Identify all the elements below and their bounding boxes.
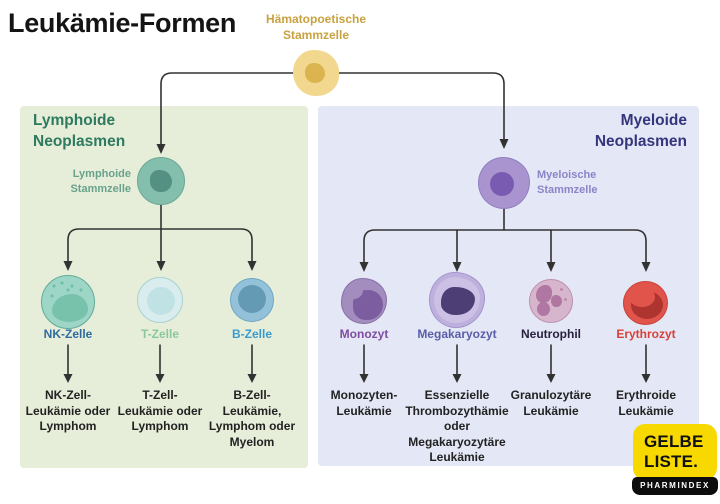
disease-line: Leukämie [523,403,579,418]
b-cell-label: B-Zelle [231,327,273,341]
disease-line: Lymphom [39,419,97,433]
disease-line: Granulozytäre [510,388,592,402]
page-title: Leukämie-Formen [8,8,237,38]
disease-line: Leukämie oder [25,403,111,418]
disease-line: Megakaryozytäre [408,434,506,449]
disease-line: Leukämie, [222,403,282,418]
disease-line: Lymphom oder [208,419,296,433]
logo-black-bar: PHARMINDEX [632,477,718,495]
cell-nucleus [52,294,88,322]
logo-line2: LISTE. [644,452,699,471]
disease-line: Monozyten- [330,388,398,402]
heading-line: Lymphoide [33,112,116,129]
t-cell-label: T-Zelle [140,327,180,341]
nk-cell-label: NK-Zelle [43,327,93,341]
disease-line: Erythroide [615,388,677,402]
nucleus-lobe [537,302,550,316]
cell-nucleus [305,63,325,83]
neutrophil-cell-label: Neutrophil [521,327,581,341]
cell-nucleus [490,172,514,196]
disease-line: NK-Zell- [44,388,91,402]
myeloid-panel-heading: Myeloide Neoplasmen [595,110,687,152]
heading-line: Neoplasmen [33,133,126,150]
monocyte-cell-label: Monozyt [339,327,389,341]
megakaryocyte-leukemia-label: Essenzielle Thrombozythämie oder Megakar… [405,388,508,466]
stem-label-line: Myeloische [537,169,597,181]
myeloid-stem-cell-illustration [478,157,530,209]
b-cell-illustration [230,278,274,322]
lymphoid-stem-cell-illustration [137,157,185,205]
logo-line1: GELBE [644,432,704,451]
granule-dot [564,298,567,301]
erythrocyte-cell-illustration [623,281,668,325]
root-cell-label-line2: Stammzelle [282,28,350,42]
disease-line: T-Zell- [142,388,178,402]
nucleus-notch [345,281,363,299]
nk-cell-illustration [41,275,95,329]
heading-line: Myeloide [620,112,687,129]
disease-line: Leukämie oder [117,403,203,418]
erythroid-leukemia-label: Erythroide Leukämie [616,388,676,419]
disease-line: Thrombozythämie [405,403,509,418]
hematopoietic-stem-cell-illustration [293,50,339,96]
nk-leukemia-label: NK-Zell- Leukämie oder Lymphom [26,388,111,435]
disease-line: Essenzielle [424,388,490,402]
granule-dot [560,288,563,291]
cell-nucleus [238,285,266,313]
t-cell-illustration [137,277,183,323]
disease-line: Leukämie [336,403,392,418]
lymphoid-panel-heading: Lymphoide Neoplasmen [33,110,125,152]
granulocyte-leukemia-label: Granulozytäre Leukämie [511,388,592,419]
erythrocyte-cell-label: Erythrozyt [616,327,676,341]
disease-line: B-Zell- [233,388,271,402]
disease-line: Leukämie [429,450,485,464]
disease-line: Myelom [229,434,275,449]
stem-label-line: Stammzelle [70,183,131,195]
monocyte-leukemia-label: Monozyten- Leukämie [331,388,398,419]
heading-line: Neoplasmen [594,133,687,150]
megakaryocyte-cell-label: Megakaryozyt [417,327,497,341]
nucleus-lobe [551,295,562,307]
lymphoid-stem-cell-label: Lymphoide Stammzelle [40,167,131,197]
disease-line: Leukämie [618,403,674,418]
disease-line: Lymphom [131,419,189,433]
root-cell-label-line1: Hämatopoetische [265,12,367,26]
gelbe-liste-logo: GELBE LISTE. PHARMINDEX [632,424,718,495]
root-cell-label: Hämatopoetische Stammzelle [266,11,366,43]
nucleus-lobe [536,285,552,303]
b-leukemia-label: B-Zell- Leukämie, Lymphom oder Myelom [209,388,295,450]
monocyte-cell-illustration [341,278,387,324]
stem-label-line: Lymphoide [72,168,131,180]
neutrophil-cell-illustration [529,279,573,323]
logo-yellow-box: GELBE LISTE. [633,424,717,480]
disease-line: oder [443,419,470,433]
megakaryocyte-cell-illustration [429,272,485,328]
cell-nucleus [150,170,172,192]
t-leukemia-label: T-Zell- Leukämie oder Lymphom [118,388,203,435]
cell-nucleus [147,287,175,315]
cell-highlight [629,287,655,307]
cell-nucleus [441,287,475,315]
myeloid-stem-cell-label: Myeloische Stammzelle [537,168,598,198]
stem-label-line: Stammzelle [537,184,598,196]
